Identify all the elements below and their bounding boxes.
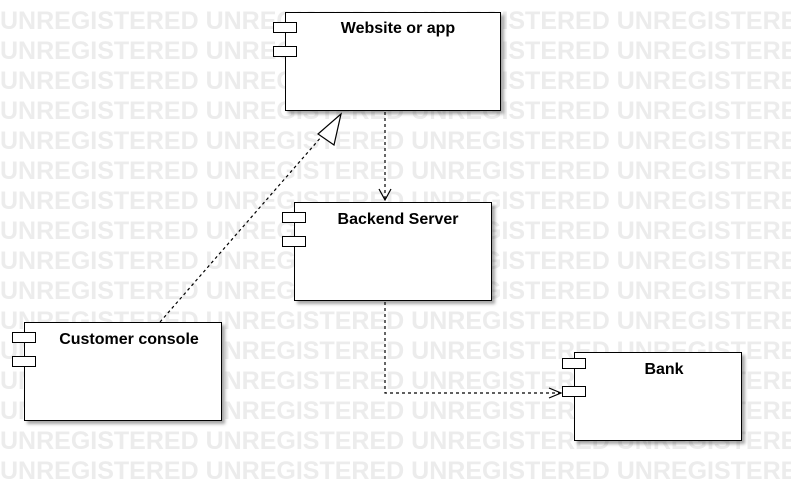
- component-customer[interactable]: Customer console: [12, 322, 222, 421]
- component-port-icon: [562, 386, 586, 397]
- component-port-icon: [282, 236, 306, 247]
- watermark-text: UNREGISTERED UNREGISTERED UNREGISTERED U…: [0, 127, 791, 155]
- component-backend-title: Backend Server: [337, 211, 459, 228]
- watermark-text: UNREGISTERED UNREGISTERED UNREGISTERED U…: [0, 157, 791, 185]
- component-port-icon: [12, 332, 36, 343]
- component-port-icon: [273, 46, 297, 57]
- realization-arrowhead: [317, 112, 342, 146]
- component-port-icon: [562, 358, 586, 369]
- realization-customer-to-website[interactable]: [159, 112, 342, 323]
- component-website-title: Website or app: [340, 20, 456, 37]
- component-port-icon: [12, 356, 36, 367]
- component-bank-title: Bank: [644, 361, 684, 378]
- watermark-text: UNREGISTERED UNREGISTERED UNREGISTERED U…: [0, 457, 791, 485]
- dependency-backend-to-bank[interactable]: [384, 302, 563, 399]
- dependency-website-to-backend[interactable]: [378, 112, 392, 202]
- component-website[interactable]: Website or app: [273, 12, 501, 111]
- component-port-icon: [282, 212, 306, 223]
- component-customer-title: Customer console: [59, 331, 199, 348]
- component-port-icon: [273, 22, 297, 33]
- component-backend[interactable]: Backend Server: [282, 202, 492, 301]
- component-bank[interactable]: Bank: [562, 352, 742, 441]
